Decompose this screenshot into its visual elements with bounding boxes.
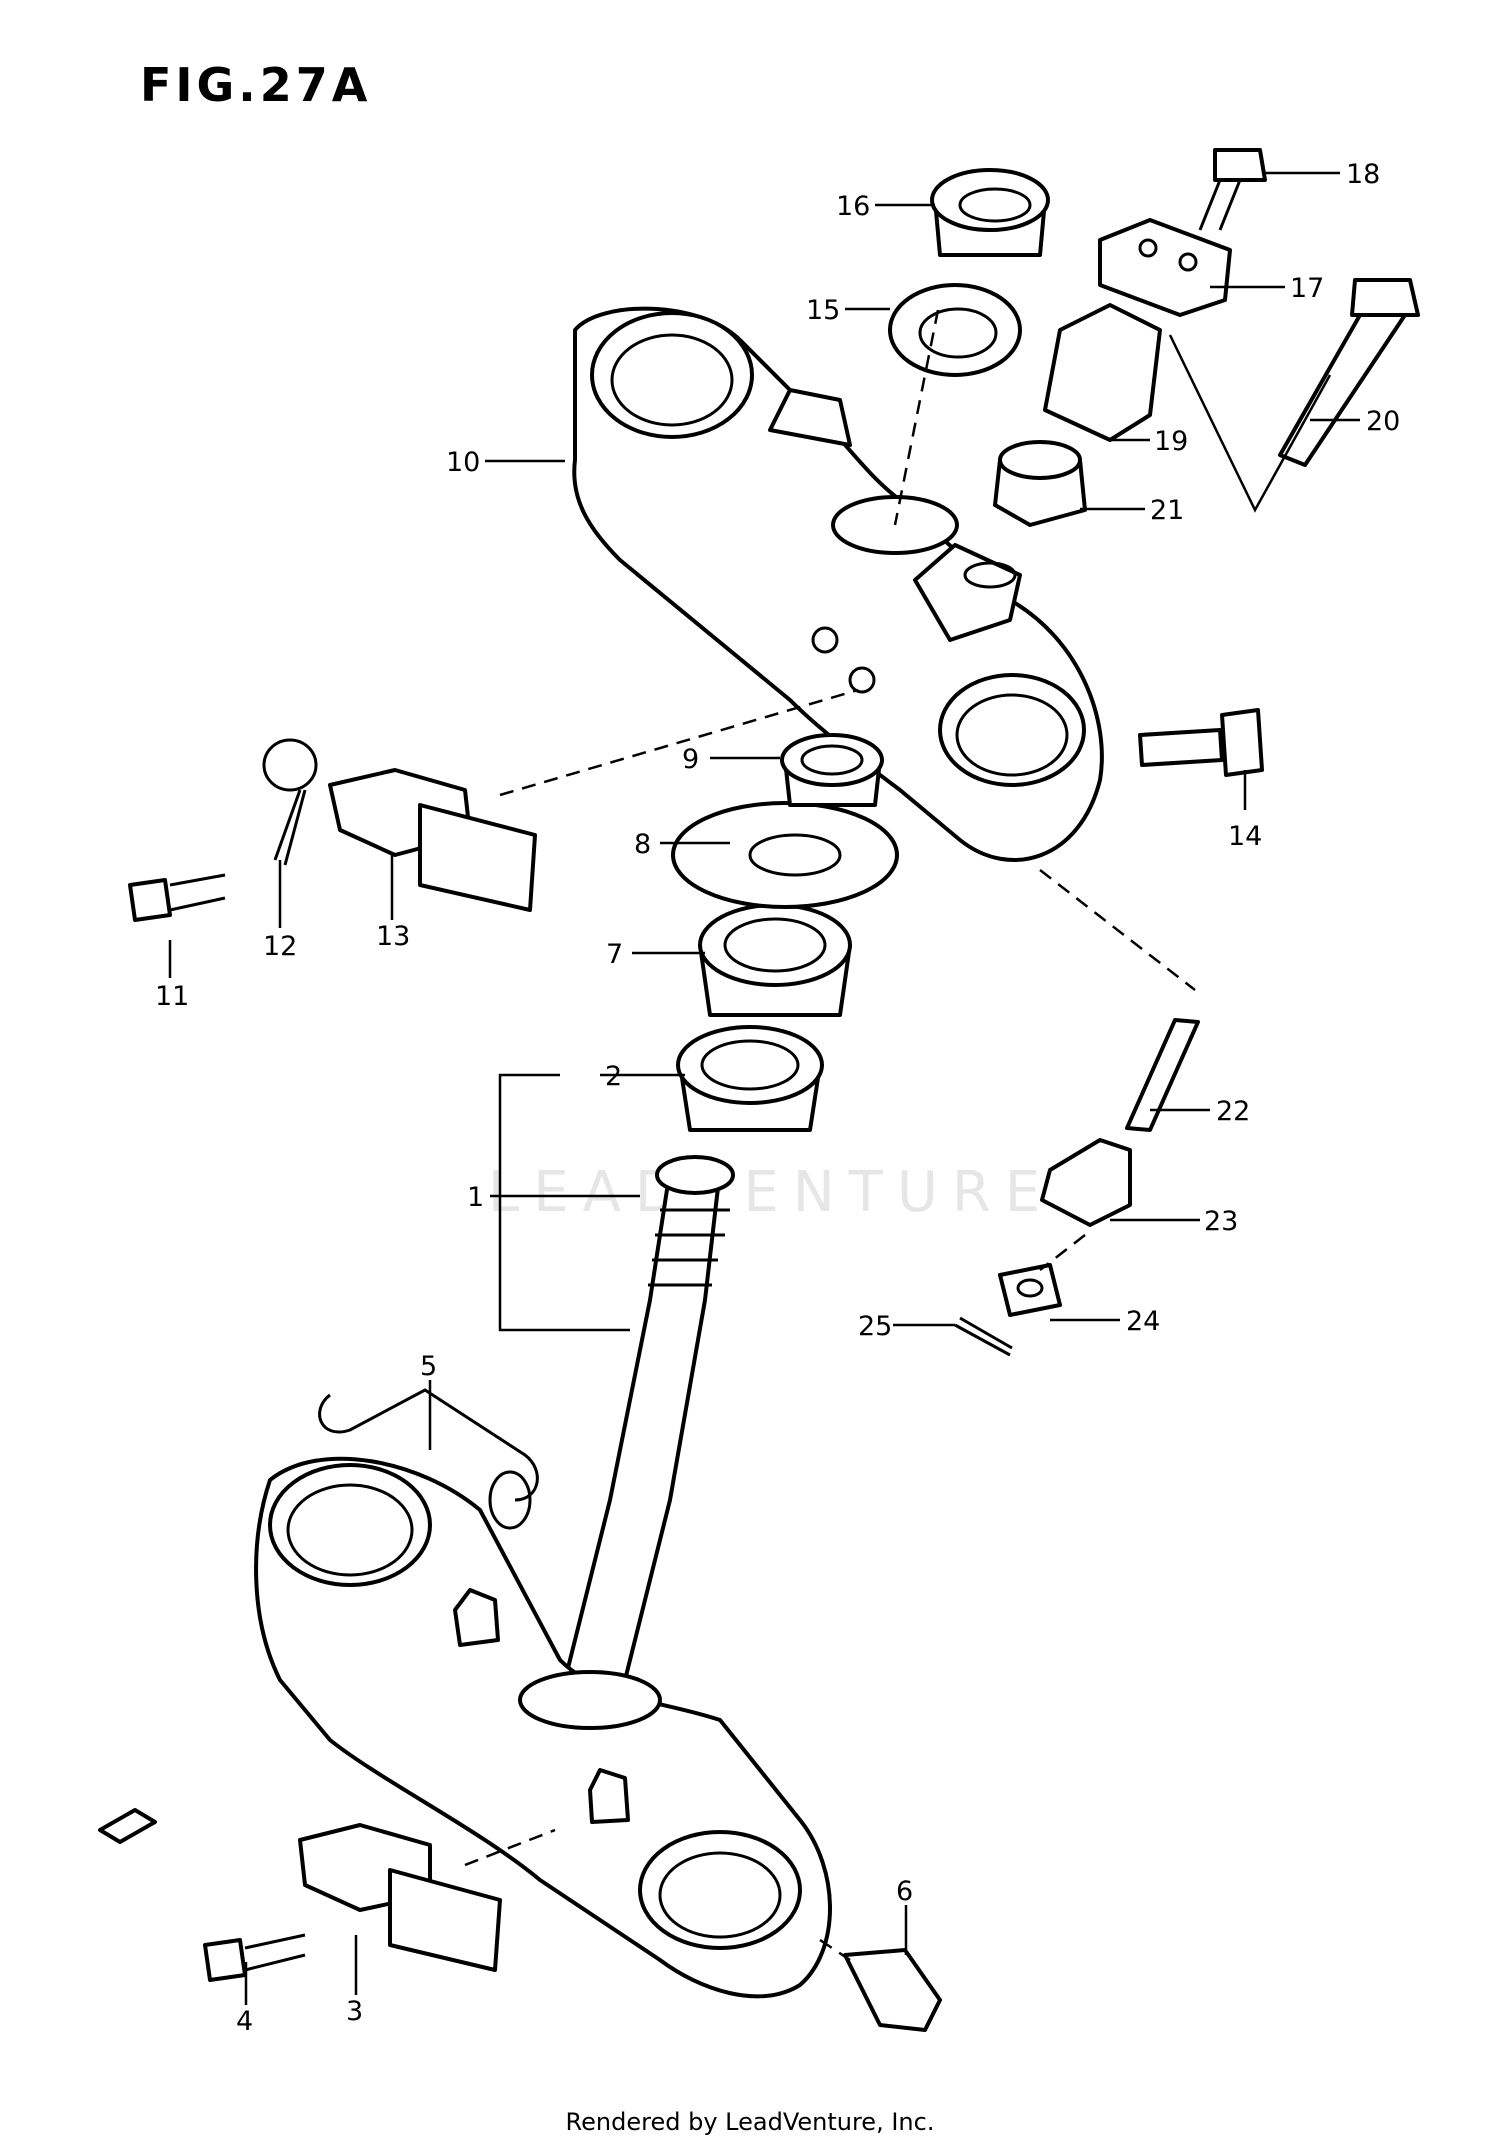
- bolt-part-20: [1278, 278, 1420, 467]
- callout-6: 6: [896, 1876, 913, 1907]
- callout-22: 22: [1216, 1096, 1250, 1127]
- steering-stem-part-1: [254, 1155, 832, 1999]
- damper-part-23: [1040, 1138, 1132, 1227]
- bearing-cap-part-16: [930, 168, 1050, 257]
- callout-leaders: [168, 171, 1360, 2005]
- nut-part-24: [998, 1263, 1062, 1317]
- clip-part-5: [318, 1388, 539, 1530]
- callout-3: 3: [346, 1996, 363, 2027]
- callout-16: 16: [836, 191, 870, 222]
- holder-lower-part-19: [1043, 303, 1162, 442]
- callout-19: 19: [1154, 426, 1188, 457]
- assembly-dashed-lines: [464, 309, 1332, 1962]
- bolt-part-6: [843, 1948, 942, 2032]
- cotter-pin-part-25: [954, 1316, 1013, 1357]
- figure-title: FIG.27A: [140, 58, 372, 112]
- clip-part-12: [262, 738, 318, 866]
- callout-18: 18: [1346, 159, 1380, 190]
- callout-24: 24: [1126, 1306, 1160, 1337]
- callout-5: 5: [420, 1351, 437, 1382]
- callout-labels: 1 2 3 4 5 6 7 8 9 10 11 12 13 14 15 16 1…: [155, 159, 1400, 2037]
- callout-14: 14: [1228, 821, 1262, 852]
- bracket-part-3: [298, 1823, 502, 1972]
- bearing-part-2: [676, 1025, 824, 1132]
- nut-part-9: [780, 733, 884, 807]
- cushion-part-21: [993, 440, 1087, 527]
- callout-8: 8: [634, 829, 651, 860]
- bolt-part-14: [1138, 708, 1264, 777]
- callout-4: 4: [236, 2006, 253, 2037]
- callout-15: 15: [806, 295, 840, 326]
- callout-17: 17: [1290, 273, 1324, 304]
- fwd-arrow-icon: [98, 1808, 157, 1844]
- callout-11: 11: [155, 981, 189, 1012]
- callout-21: 21: [1150, 495, 1184, 526]
- holder-upper-part-17: [1098, 218, 1232, 317]
- callout-7: 7: [606, 939, 623, 970]
- callout-13: 13: [376, 921, 410, 952]
- washer-part-15: [888, 283, 1022, 377]
- callout-1: 1: [467, 1182, 484, 1213]
- callout-12: 12: [263, 931, 297, 962]
- pin-part-22: [1125, 1018, 1200, 1132]
- upper-bracket-part-10: [572, 306, 1104, 862]
- footer-credit: Rendered by LeadVenture, Inc.: [565, 2108, 935, 2136]
- callout-20: 20: [1366, 406, 1400, 437]
- callout-23: 23: [1204, 1206, 1238, 1237]
- bolt-part-4: [203, 1933, 306, 1982]
- bolt-part-18: [1198, 148, 1267, 231]
- callout-9: 9: [682, 744, 699, 775]
- callout-25: 25: [858, 1311, 892, 1342]
- callout-2: 2: [605, 1061, 622, 1092]
- bearing-part-7: [698, 903, 852, 1017]
- bracket-part-13: [328, 768, 537, 912]
- washer-part-8: [671, 801, 899, 909]
- callout-10: 10: [446, 447, 480, 478]
- bolt-part-11: [128, 873, 226, 922]
- watermark-text: LEADVENTURE: [488, 1160, 1055, 1225]
